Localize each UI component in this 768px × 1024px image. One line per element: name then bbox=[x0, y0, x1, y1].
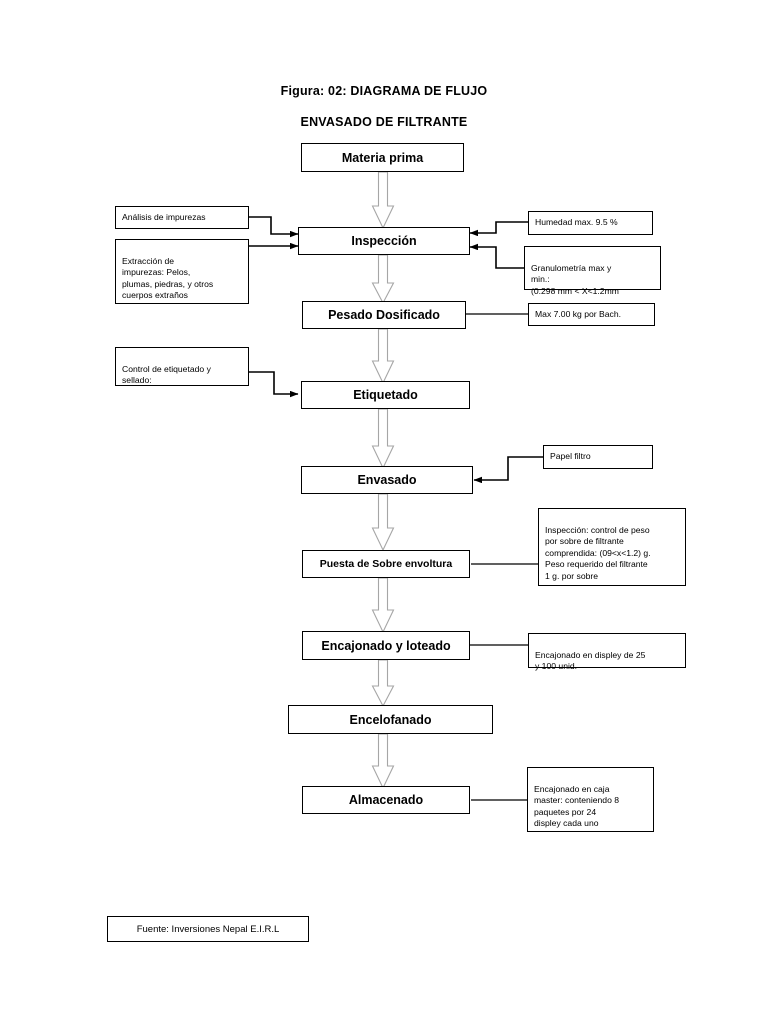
note-text: Encajonado en displey de 25 y 100 unid. bbox=[535, 649, 646, 672]
process-box-etiquetado[interactable]: Etiquetado bbox=[301, 381, 470, 409]
process-box-almacenado[interactable]: Almacenado bbox=[302, 786, 470, 814]
process-label: Inspección bbox=[351, 234, 417, 248]
note-text: Inspección: control de peso por sobre de… bbox=[545, 524, 651, 581]
footer-text: Fuente: Inversiones Nepal E.I.R.L bbox=[136, 923, 280, 935]
note-text: Control de etiquetado y sellado: bbox=[122, 363, 211, 386]
note-encajonado-caja-master[interactable]: Encajonado en caja master: conteniendo 8… bbox=[527, 767, 654, 832]
flow-arrow-7 bbox=[371, 659, 395, 708]
process-label: Encajonado y loteado bbox=[321, 638, 451, 653]
process-box-puesta-de-sobre-envoltura[interactable]: Puesta de Sobre envoltura bbox=[302, 550, 470, 578]
connector-humedad bbox=[469, 221, 528, 237]
note-papel-filtro[interactable]: Papel filtro bbox=[543, 445, 653, 469]
note-analisis-impurezas[interactable]: Análisis de impurezas bbox=[115, 206, 249, 229]
process-label: Materia prima bbox=[341, 150, 424, 165]
flow-arrow-8 bbox=[371, 733, 395, 790]
flow-arrow-2 bbox=[371, 254, 395, 305]
flow-arrow-1 bbox=[371, 171, 395, 230]
note-text: Granulometría max y min.: (0.298 mm < X<… bbox=[531, 262, 619, 296]
process-box-inspeccion[interactable]: Inspección bbox=[298, 227, 470, 255]
flow-arrows bbox=[371, 171, 395, 790]
note-inspeccion-control-peso[interactable]: Inspección: control de peso por sobre de… bbox=[538, 508, 686, 586]
connector-granulometria bbox=[469, 243, 524, 269]
flow-arrow-5 bbox=[371, 493, 395, 552]
connector-control-etiquetado bbox=[249, 371, 299, 398]
process-box-pesado-dosificado[interactable]: Pesado Dosificado bbox=[302, 301, 466, 329]
note-extraccion-impurezas[interactable]: Extracción de impurezas: Pelos, plumas, … bbox=[115, 239, 249, 304]
note-encajonado-displey[interactable]: Encajonado en displey de 25 y 100 unid. bbox=[528, 633, 686, 671]
process-box-envasado[interactable]: Envasado bbox=[301, 466, 473, 494]
process-label: Puesta de Sobre envoltura bbox=[319, 558, 453, 570]
connector-analisis bbox=[249, 216, 299, 238]
process-box-encajonado-y-loteado[interactable]: Encajonado y loteado bbox=[302, 631, 470, 660]
note-text: Encajonado en caja master: conteniendo 8… bbox=[534, 783, 620, 829]
note-text: Max 7.00 kg por Bach. bbox=[535, 308, 621, 319]
process-label: Almacenado bbox=[348, 793, 424, 807]
flow-arrow-3 bbox=[371, 328, 395, 385]
note-text: Humedad max. 9.5 % bbox=[535, 217, 618, 228]
page-subtitle: ENVASADO DE FILTRANTE bbox=[300, 115, 468, 129]
flow-arrow-6 bbox=[371, 577, 395, 634]
note-max-kg-por-bach[interactable]: Max 7.00 kg por Bach. bbox=[528, 303, 655, 326]
note-humedad-max[interactable]: Humedad max. 9.5 % bbox=[528, 211, 653, 235]
process-label: Encelofanado bbox=[349, 712, 432, 727]
process-label: Pesado Dosificado bbox=[328, 308, 440, 322]
note-granulometria[interactable]: Granulometría max y min.: (0.298 mm < X<… bbox=[524, 246, 661, 296]
source-footer: Fuente: Inversiones Nepal E.I.R.L bbox=[107, 916, 309, 942]
page-title: Figura: 02: DIAGRAMA DE FLUJO bbox=[280, 84, 488, 98]
connector-papel-filtro bbox=[473, 456, 543, 484]
note-text: Extracción de impurezas: Pelos, plumas, … bbox=[122, 255, 214, 301]
process-label: Etiquetado bbox=[353, 388, 418, 402]
note-text: Análisis de impurezas bbox=[122, 211, 206, 222]
note-text: Papel filtro bbox=[550, 451, 591, 462]
process-box-encelofanado[interactable]: Encelofanado bbox=[288, 705, 493, 734]
note-control-etiquetado[interactable]: Control de etiquetado y sellado: bbox=[115, 347, 249, 386]
process-label: Envasado bbox=[357, 473, 417, 487]
process-box-materia-prima[interactable]: Materia prima bbox=[301, 143, 464, 172]
annotation-connectors bbox=[249, 216, 543, 801]
flow-arrow-4 bbox=[371, 408, 395, 470]
